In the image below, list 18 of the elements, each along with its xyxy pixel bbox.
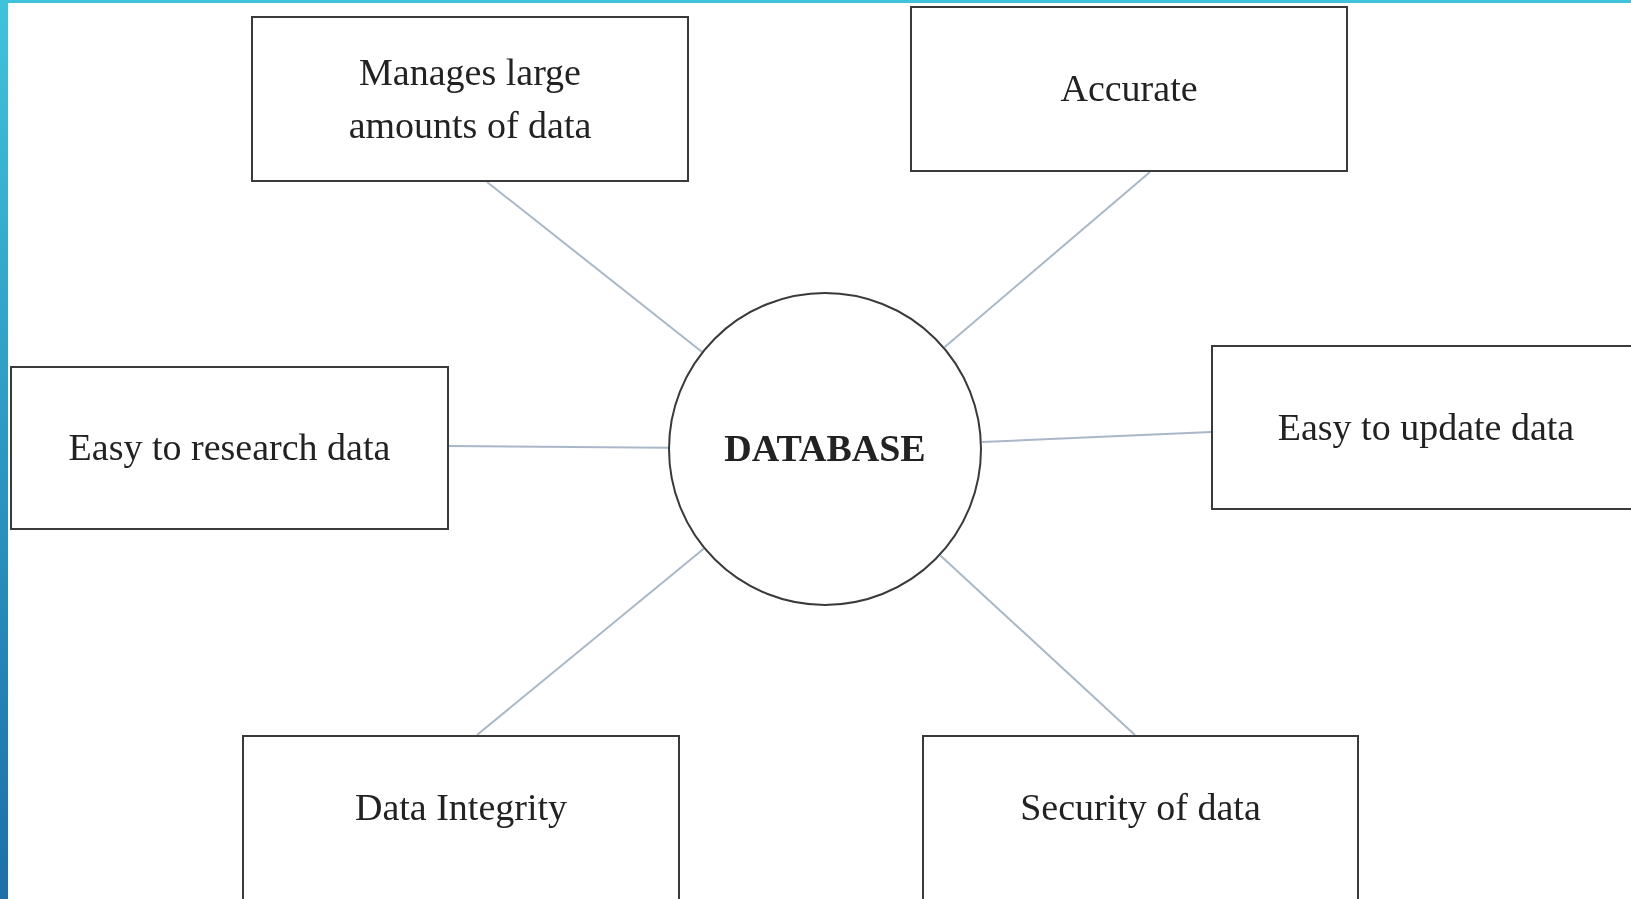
feature-box bbox=[242, 735, 680, 899]
connector-line bbox=[448, 445, 669, 449]
feature-box bbox=[251, 16, 689, 182]
feature-box bbox=[1211, 345, 1631, 510]
connector-line bbox=[943, 171, 1151, 349]
connector-line bbox=[939, 554, 1136, 736]
connector-line bbox=[486, 181, 703, 353]
box-label: Easy to research data bbox=[67, 425, 392, 471]
feature-box bbox=[10, 366, 449, 530]
feature-box bbox=[910, 6, 1348, 172]
feature-box bbox=[922, 735, 1359, 899]
connector-line bbox=[476, 547, 705, 736]
box-label: Manages large amounts of data bbox=[347, 49, 593, 148]
box-label: Data Integrity bbox=[353, 784, 569, 830]
circle-label: DATABASE bbox=[723, 426, 927, 472]
box-label: Security of data bbox=[1019, 784, 1262, 830]
box-label: Easy to update data bbox=[1276, 404, 1576, 450]
box-label: Accurate bbox=[1059, 66, 1199, 112]
